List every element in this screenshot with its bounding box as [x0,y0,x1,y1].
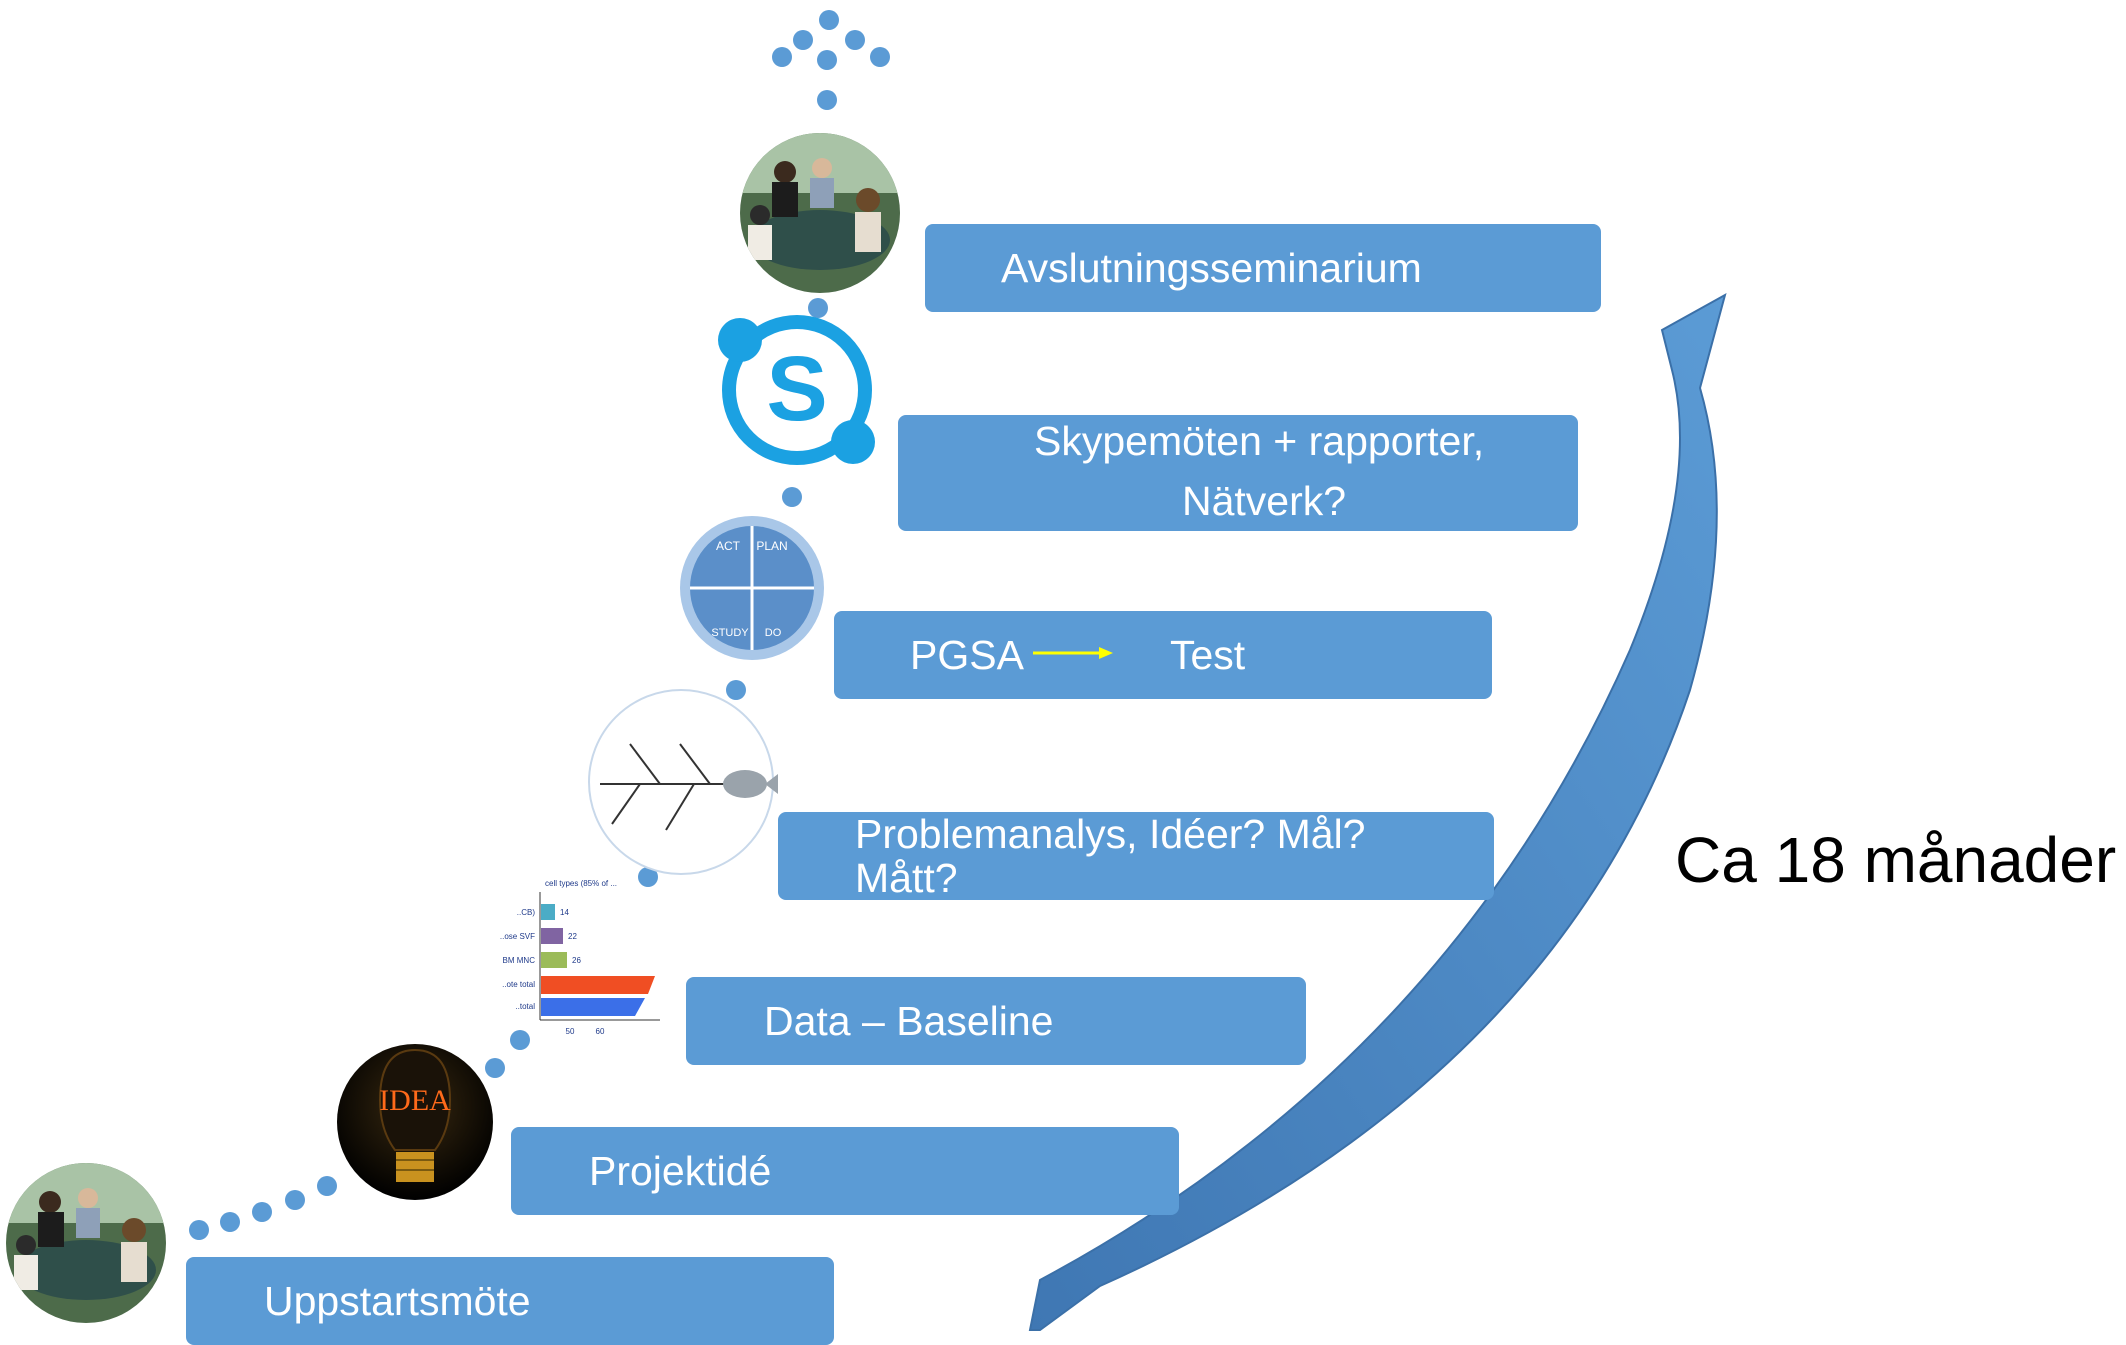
dotted-path [189,10,890,1240]
skype-icon: S [718,315,875,465]
step-pgsa-label: PGSA [910,632,1024,678]
step-problemanalys: Problemanalys, Idéer? Mål? Mått? [778,812,1494,900]
step-projektide-label: Projektidé [589,1148,772,1194]
svg-text:50: 50 [566,1027,575,1036]
step-test-label: Test [1170,632,1246,678]
step-data-baseline-label: Data – Baseline [764,998,1054,1044]
svg-text:ACT: ACT [716,539,741,553]
svg-text:DO: DO [765,627,782,639]
pdsa-cycle-icon: ACT PLAN STUDY DO [680,516,824,660]
bar-chart-icon: cell types (85% of ... ..CB) 14 ..ose SV… [500,879,660,1036]
svg-text:22: 22 [568,932,577,941]
step-skypemoten-label-line2: Nätverk? [1182,478,1347,524]
step-uppstartsmote-label: Uppstartsmöte [264,1278,531,1324]
svg-text:STUDY: STUDY [711,627,749,639]
step-problemanalys-label-line2: Mått? [855,855,958,901]
lightbulb-icon: IDEA [337,1044,493,1200]
meeting-photo-icon [740,133,900,293]
step-skypemoten: Skypemöten + rapporter, Nätverk? [898,415,1578,531]
meeting-photo-icon [6,1163,166,1323]
step-problemanalys-label-line1: Problemanalys, Idéer? Mål? [855,811,1366,857]
step-data-baseline: Data – Baseline [686,977,1306,1065]
svg-text:PLAN: PLAN [756,539,787,553]
svg-text:..total: ..total [515,1002,535,1011]
step-pgsa-test: PGSA Test [834,611,1492,699]
step-uppstartsmote: Uppstartsmöte [186,1257,834,1345]
step-projektide: Projektidé [511,1127,1179,1215]
pgsa-to-test-arrow [1033,647,1113,659]
fishbone-diagram-icon [588,689,778,875]
svg-text:IDEA: IDEA [379,1084,451,1117]
svg-text:S: S [766,338,827,440]
svg-text:..ose SVF: ..ose SVF [500,932,535,941]
step-avslutningsseminarium-label: Avslutningsseminarium [1001,245,1422,291]
svg-text:BM MNC: BM MNC [503,956,536,965]
svg-text:60: 60 [596,1027,605,1036]
svg-text:..ote total: ..ote total [502,980,535,989]
svg-text:14: 14 [560,908,569,917]
step-skypemoten-label-line1: Skypemöten + rapporter, [1034,418,1485,464]
timeline-arrow [1028,292,1727,1331]
step-avslutningsseminarium: Avslutningsseminarium [925,224,1601,312]
svg-text:26: 26 [572,956,581,965]
svg-text:..CB): ..CB) [517,908,536,917]
svg-text:cell types (85% of ...: cell types (85% of ... [545,879,617,888]
duration-label: Ca 18 månader [1675,824,2117,896]
